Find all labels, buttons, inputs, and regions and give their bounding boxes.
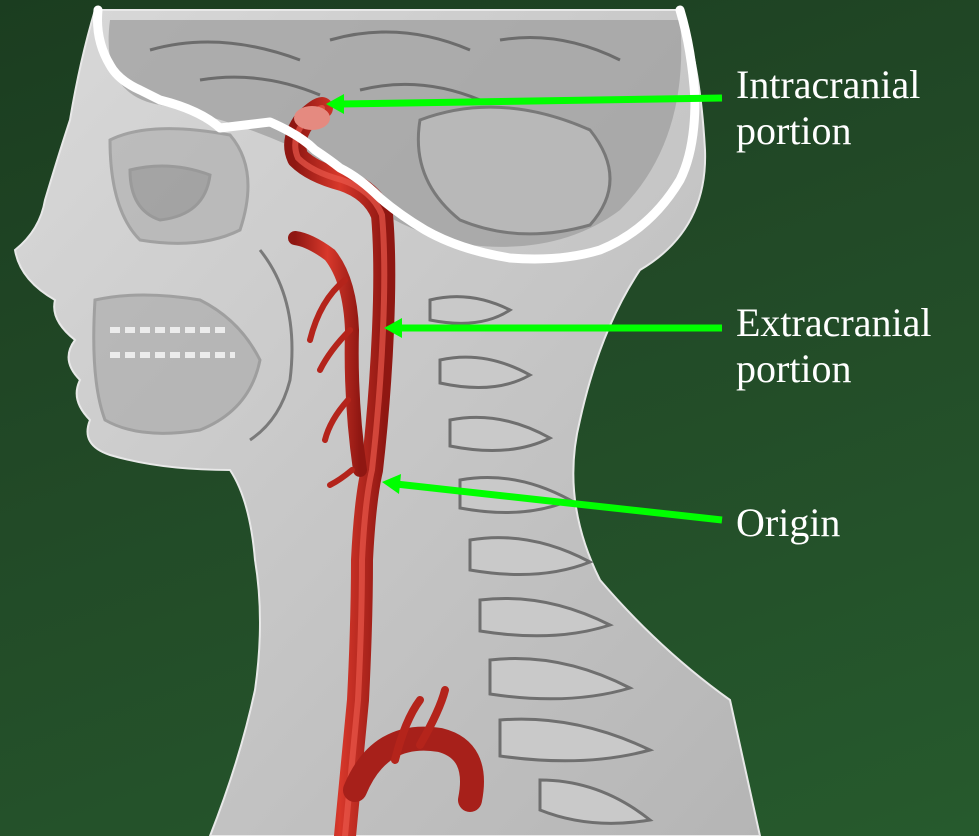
label-origin: Origin	[736, 500, 840, 546]
label-extracranial-line2: portion	[736, 346, 931, 392]
label-extracranial-line1: Extracranial	[736, 300, 931, 346]
label-intracranial-line2: portion	[736, 108, 920, 154]
label-intracranial-portion: Intracranial portion	[736, 62, 920, 154]
label-intracranial-line1: Intracranial	[736, 62, 920, 108]
label-origin-line1: Origin	[736, 500, 840, 546]
label-extracranial-portion: Extracranial portion	[736, 300, 931, 392]
